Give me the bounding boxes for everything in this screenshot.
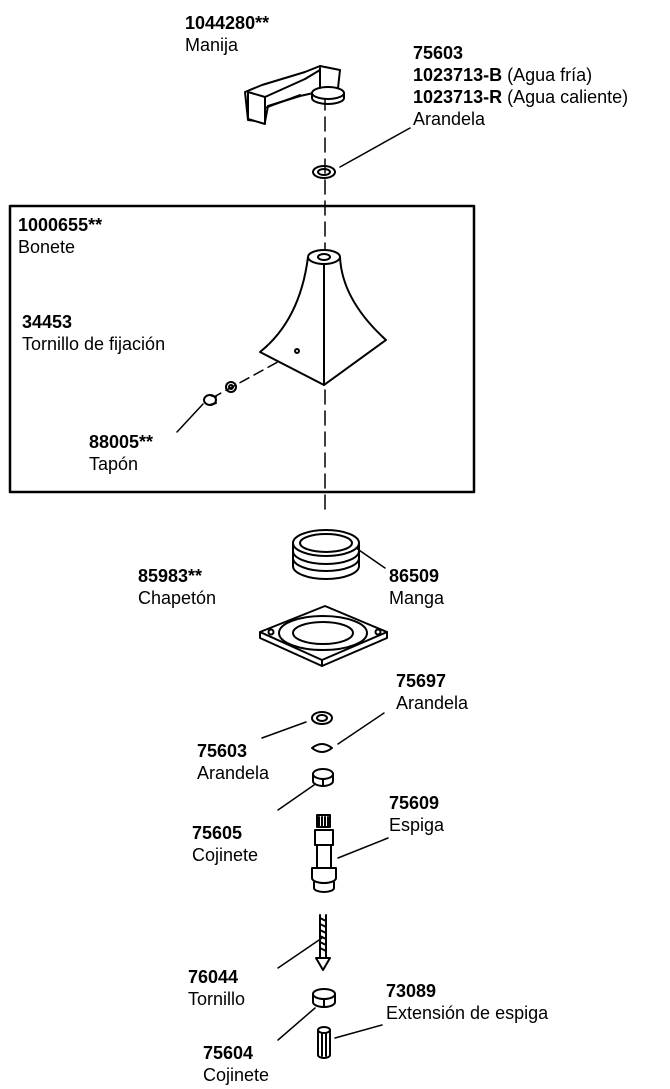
part-number: 34453 [22,312,73,332]
washer-75697-label: 75697 Arandela [396,670,468,714]
bearing-75605-label: 75605 Cojinete [192,822,258,866]
part-name: Tornillo [188,989,246,1009]
variant-b-row: 1023713-B (Agua fría) [413,64,628,86]
plug-label: 88005** Tapón [89,431,153,475]
bonnet-assembly-box [8,204,476,494]
washer-top-part-drawing [312,165,336,179]
variant-r-row: 1023713-R (Agua caliente) [413,86,628,108]
part-number: 75697 [396,671,447,691]
stem-extension-label: 73089 Extensión de espiga [386,980,548,1024]
sleeve-label: 86509 Manga [389,565,444,609]
part-name: Arandela [413,109,486,129]
bearing-75604-label: 75604 Cojinete [203,1042,269,1086]
part-number: 75609 [389,793,440,813]
variant-b-note: (Agua fría) [507,65,593,85]
escutcheon-part-drawing [259,605,388,667]
plug-part-drawing [203,394,217,406]
variant-r-number: 1023713-R [413,87,503,107]
part-name: Arandela [396,693,469,713]
part-number: 75604 [203,1043,254,1063]
part-number: 75603 [197,741,248,761]
part-number: 85983** [138,566,203,586]
stem-extension-part-drawing [317,1026,331,1059]
part-number: 75605 [192,823,243,843]
screw-label: 76044 Tornillo [188,966,245,1010]
part-name: Manija [185,35,239,55]
variant-b-number: 1023713-B [413,65,503,85]
part-name: Cojinete [192,845,259,865]
bonnet-part-drawing [259,249,387,386]
part-name: Chapetón [138,588,217,608]
part-number: 1000655** [18,215,103,235]
part-number: 76044 [188,967,239,987]
bearing-75604-part-drawing [312,988,336,1008]
handle-part-drawing [244,65,345,125]
bonnet-label: 1000655** Bonete [18,214,102,258]
part-number: 88005** [89,432,154,452]
set-screw-label: 34453 Tornillo de fijación [22,311,165,355]
variant-r-note: (Agua caliente) [507,87,629,107]
part-name: Espiga [389,815,445,835]
part-name: Arandela [197,763,270,783]
part-number: 86509 [389,566,440,586]
bearing-75605-part-drawing [312,768,334,787]
washer-75697-part-drawing [311,743,333,753]
part-name: Tapón [89,454,139,474]
washer-75603-part-drawing [311,711,333,725]
escutcheon-label: 85983** Chapetón [138,565,216,609]
screw-part-drawing [315,914,331,971]
part-number: 73089 [386,981,437,1001]
washer-75603-label: 75603 Arandela [197,740,269,784]
part-name: Cojinete [203,1065,270,1085]
set-screw-part-drawing [225,381,237,393]
part-number: 75603 [413,43,464,63]
leader-lines [176,127,411,1041]
part-name: Manga [389,588,445,608]
part-number: 1044280** [185,13,270,33]
handle-label: 1044280** Manija [185,12,269,56]
stem-label: 75609 Espiga [389,792,444,836]
washer-top-label: 75603 1023713-B (Agua fría) 1023713-R (A… [413,42,628,130]
stem-part-drawing [311,814,337,893]
part-name: Extensión de espiga [386,1003,549,1023]
part-name: Tornillo de fijación [22,334,166,354]
part-name: Bonete [18,237,76,257]
sleeve-part-drawing [292,529,360,580]
